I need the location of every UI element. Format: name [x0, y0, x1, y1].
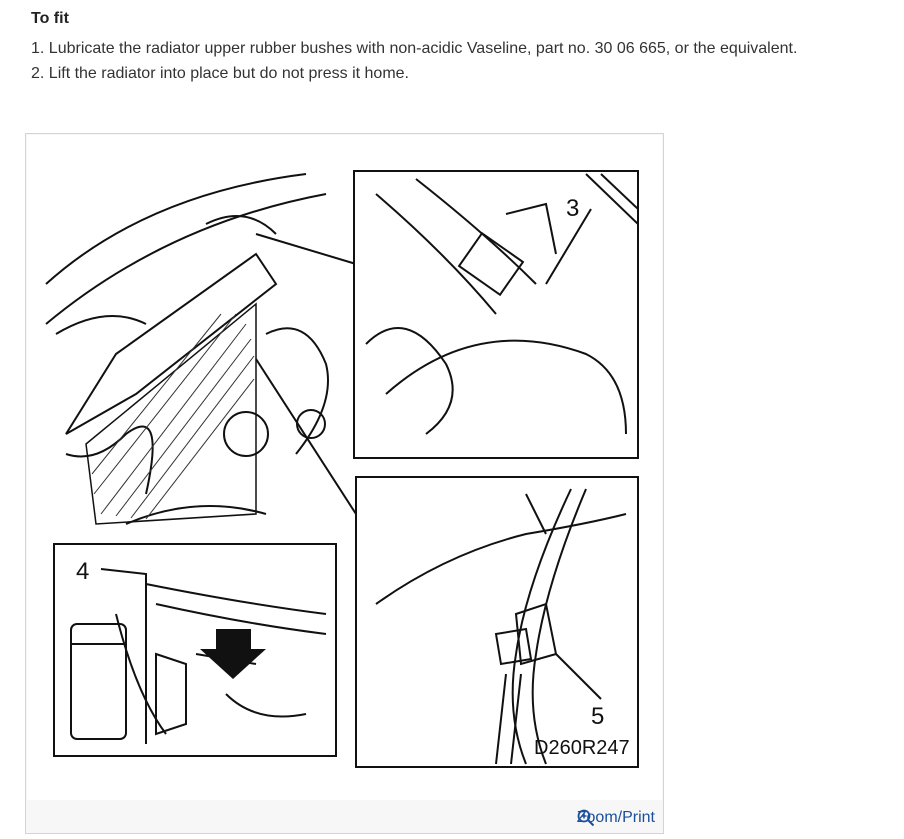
step-2: 2. Lift the radiator into place but do n… — [31, 65, 409, 82]
callout-3: 3 — [566, 195, 579, 222]
down-arrow-icon — [200, 629, 266, 679]
steps-list: 1. Lubricate the radiator upper rubber b… — [31, 36, 797, 86]
technical-illustration-frame: 3 4 5 D260R247 — [25, 133, 664, 834]
figure-code: D260R247 — [534, 737, 630, 759]
section-heading: To fit — [31, 10, 69, 27]
magnifier-plus-icon — [577, 809, 594, 827]
inset-bushing-detail — [353, 170, 639, 459]
radiator-illustration: 3 4 5 D260R247 — [27, 135, 662, 800]
inset-mounting-detail — [53, 543, 337, 757]
inset-clip-detail — [355, 476, 639, 768]
callout-5: 5 — [591, 703, 604, 730]
engine-bay-scene — [45, 173, 357, 525]
radiator-hatching — [91, 313, 255, 520]
step-1: 1. Lubricate the radiator upper rubber b… — [31, 40, 798, 57]
zoom-print-link[interactable]: Zoom/Print — [577, 809, 655, 827]
callout-4: 4 — [76, 558, 89, 585]
zoom-print-label: Zoom/Print — [576, 809, 655, 826]
